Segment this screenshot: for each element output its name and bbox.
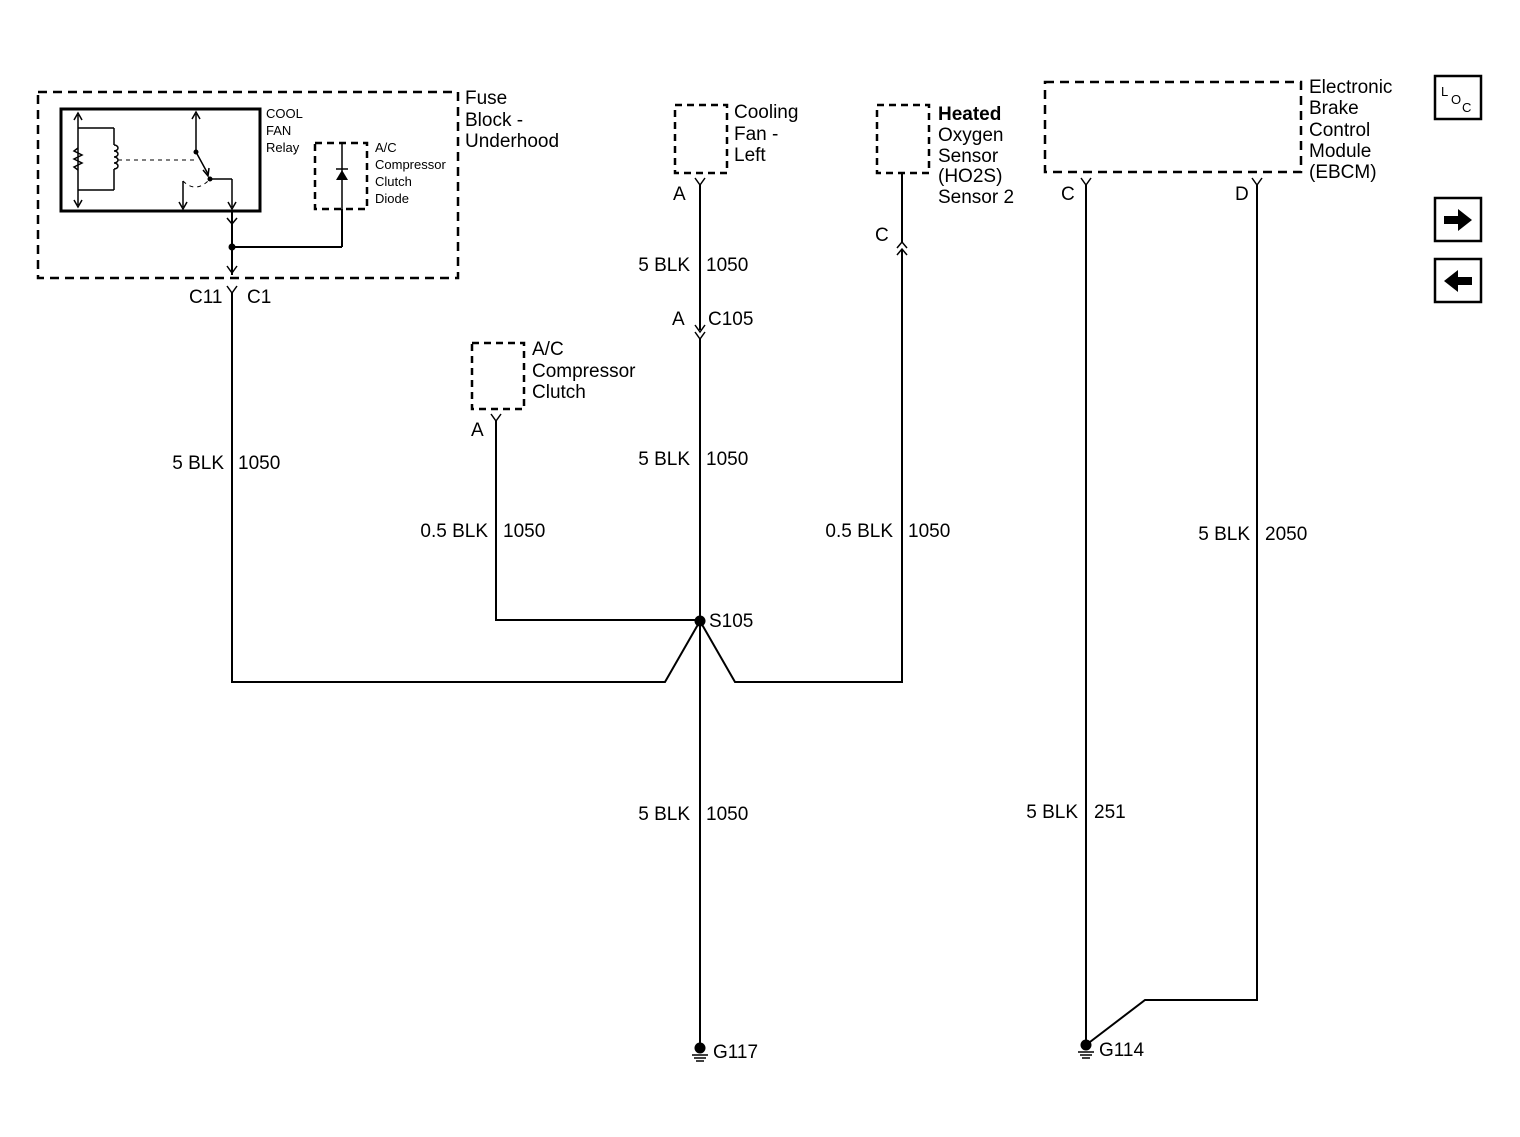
wire-fuse-gauge: 5 BLK	[172, 453, 224, 474]
connector-c11-label: C11	[189, 287, 222, 308]
next-page-button[interactable]	[1433, 196, 1483, 243]
wire-g117-gauge: 5 BLK	[638, 804, 690, 825]
clutch-label-1: A/C	[532, 339, 564, 360]
clutch-pin-label: A	[471, 420, 484, 441]
ho2s-sensor-2: Heated Oxygen Sensor (HO2S) Sensor 2	[875, 103, 1014, 208]
ho2s-label-3: Sensor	[938, 146, 999, 167]
diode-label-4: Diode	[375, 191, 409, 206]
cooling-fan-label-3: Left	[734, 145, 766, 166]
ac-compressor-clutch: A/C Compressor Clutch	[470, 339, 636, 411]
wire-fuse-circuit: 1050	[238, 453, 280, 474]
ground-g114: G114	[1078, 1039, 1145, 1061]
fuse-block-underhood: Fuse Block - Underhood	[36, 88, 559, 280]
wire-ebcm-c-gauge: 5 BLK	[1026, 802, 1078, 823]
wire-clutch	[495, 421, 700, 621]
component-locator-button[interactable]: L O C	[1433, 74, 1483, 121]
ground-g117-label: G117	[713, 1042, 758, 1063]
ebcm-pin-c-label: C	[1061, 184, 1075, 205]
wire-clutch-gauge: 0.5 BLK	[420, 521, 488, 542]
connector-c1-label: C1	[247, 287, 271, 308]
relay-label-2: FAN	[266, 123, 291, 138]
relay-label-1: COOL	[266, 106, 303, 121]
locator-letter-c: C	[1462, 100, 1471, 115]
wire-ebcm-d-gauge: 5 BLK	[1198, 524, 1250, 545]
ho2s-label-1: Heated	[938, 104, 1001, 125]
c105-label: C105	[708, 309, 753, 330]
wire-g117-circuit: 1050	[706, 804, 748, 825]
coil-icon	[113, 144, 119, 170]
clutch-label-3: Clutch	[532, 382, 586, 403]
ho2s-label-4: (HO2S)	[938, 166, 1002, 187]
previous-page-button[interactable]	[1433, 257, 1483, 304]
ebcm-label-5: (EBCM)	[1309, 162, 1377, 183]
wire-ho2s-circuit: 1050	[908, 521, 950, 542]
arrow-right-icon	[1444, 209, 1472, 231]
ebcm-label-4: Module	[1309, 141, 1371, 162]
ground-g117: G117	[692, 1042, 758, 1063]
clutch-label-2: Compressor	[532, 361, 636, 382]
diode-label-1: A/C	[375, 140, 397, 155]
ebcm-label-2: Brake	[1309, 98, 1359, 119]
cooling-fan-label-2: Fan -	[734, 124, 778, 145]
wire-ebcm-d-circuit: 2050	[1265, 524, 1307, 545]
ho2s-label-2: Oxygen	[938, 125, 1003, 146]
resistor-icon	[72, 147, 84, 171]
ho2s-pin-label: C	[875, 225, 889, 246]
wire-fuse-block	[231, 293, 701, 683]
connector-c11-icon	[226, 285, 238, 295]
cool-fan-relay: COOL FAN Relay	[59, 106, 303, 213]
diode-label-2: Compressor	[375, 157, 446, 172]
arrow-left-icon	[1444, 270, 1472, 292]
splice-s105-label: S105	[709, 611, 753, 632]
ebcm-module: Electronic Brake Control Module (EBCM)	[1043, 77, 1392, 183]
wire-ho2s-gauge: 0.5 BLK	[825, 521, 893, 542]
cooling-fan-left: Cooling Fan - Left	[673, 102, 798, 175]
wire-ho2s	[699, 249, 903, 683]
fan-pin-label: A	[673, 184, 686, 205]
wire-fan-upper-gauge: 5 BLK	[638, 255, 690, 276]
fuse-block-label-1: Fuse	[465, 88, 507, 109]
ac-compressor-clutch-diode: A/C Compressor Clutch Diode	[313, 140, 446, 211]
wire-ebcm-d	[1085, 185, 1258, 1046]
wire-fan-lower-circuit: 1050	[706, 449, 748, 470]
wire-clutch-circuit: 1050	[503, 521, 545, 542]
fuse-block-label-2: Block -	[465, 110, 523, 131]
c105-pin-label: A	[672, 309, 685, 330]
relay-label-3: Relay	[266, 140, 300, 155]
wire-fan-upper-circuit: 1050	[706, 255, 748, 276]
ebcm-label-1: Electronic	[1309, 77, 1392, 98]
diode-label-3: Clutch	[375, 174, 412, 189]
ground-g114-label: G114	[1099, 1040, 1145, 1061]
wire-ebcm-c-circuit: 251	[1094, 802, 1126, 823]
diode-icon	[336, 170, 348, 180]
wire-fan-lower-gauge: 5 BLK	[638, 449, 690, 470]
ebcm-label-3: Control	[1309, 120, 1370, 141]
fuse-block-label-3: Underhood	[465, 131, 559, 152]
locator-letter-o: O	[1451, 92, 1461, 107]
locator-letter-l: L	[1441, 84, 1448, 99]
cooling-fan-label-1: Cooling	[734, 102, 798, 123]
ho2s-label-5: Sensor 2	[938, 187, 1014, 208]
ebcm-pin-d-label: D	[1235, 184, 1249, 205]
